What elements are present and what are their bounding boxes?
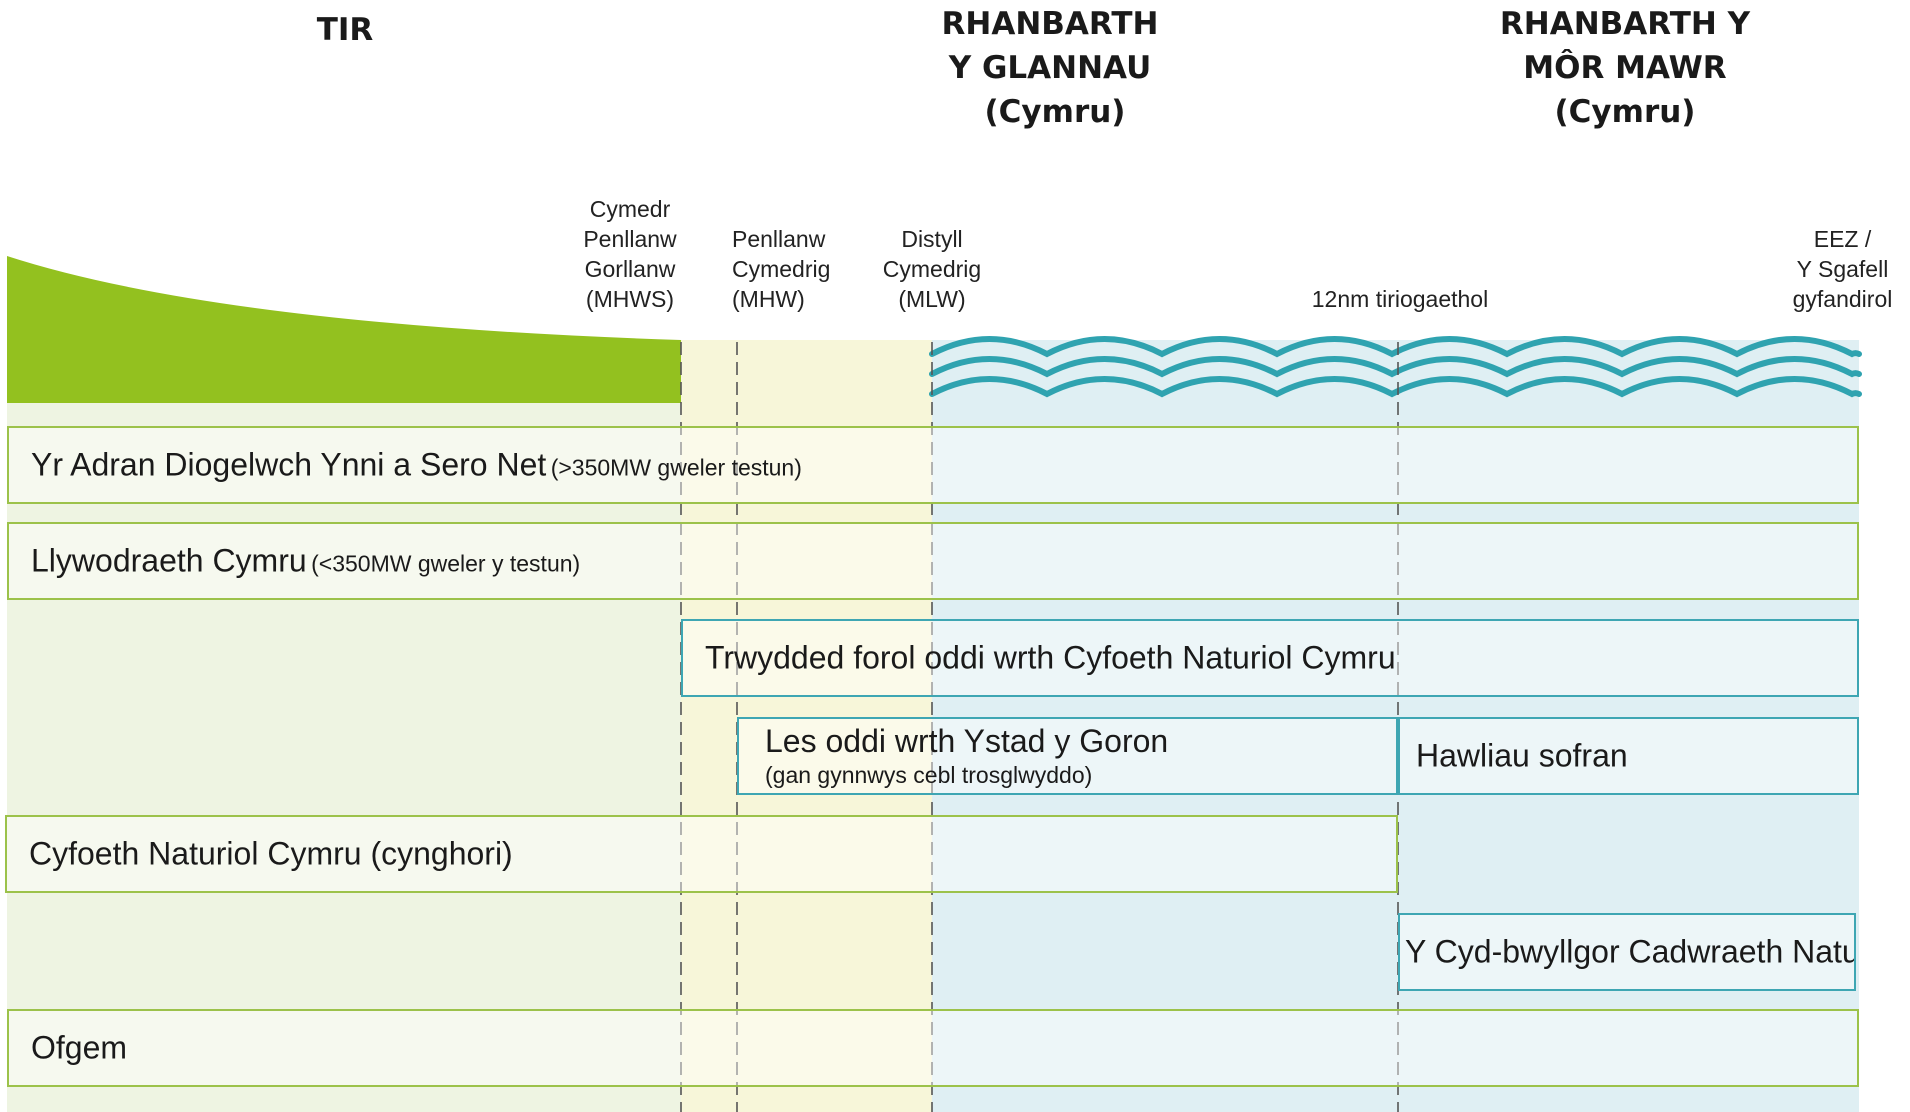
mhw-marker-label: Penllanw Cymedrig (MHW) xyxy=(716,224,846,314)
crown-estate-lease-box: Les oddi wrth Ystad y Goron (gan gynnwys… xyxy=(737,717,1398,795)
sovereign-label-group: Hawliau sofran xyxy=(1416,738,1628,775)
eez-marker-label: EEZ / Y Sgafell gyfandirol xyxy=(1780,224,1905,314)
desnz-label-group: Yr Adran Diogelwch Ynni a Sero Net (>350… xyxy=(31,447,802,484)
eez-label-line-2: Y Sgafell xyxy=(1796,256,1889,282)
welsh-gov-note: (<350MW gweler y testun) xyxy=(311,550,581,577)
intertidal-zone-band xyxy=(681,340,932,1112)
crown-estate-label: Les oddi wrth Ystad y Goron xyxy=(765,723,1169,759)
eez-label-line-3: gyfandirol xyxy=(1792,286,1893,312)
jncc-box: Y Cyd-bwyllgor Cadwraeth Natur xyxy=(1398,913,1856,991)
desnz-note: (>350MW gweler testun) xyxy=(550,454,802,481)
crown-estate-note: (gan gynnwys cebl trosglwyddo) xyxy=(765,762,1093,788)
ofgem-label-group: Ofgem xyxy=(31,1030,127,1067)
welsh-government-jurisdiction-box: Llywodraeth Cymru (<350MW gweler y testu… xyxy=(7,522,1859,600)
offshore-heading-line-2: MÔR MAWR xyxy=(1523,50,1727,86)
mhw-label-line-2: Cymedrig xyxy=(732,256,831,282)
mhws-label-line-1: Cymedr xyxy=(589,196,671,222)
mhw-label-line-1: Penllanw xyxy=(732,226,826,252)
territorial-label-line-1: 12nm tiriogaethol xyxy=(1311,286,1489,312)
crown-estate-label-group: Les oddi wrth Ystad y Goron (gan gynnwys… xyxy=(765,723,1168,789)
sovereign-rights-box: Hawliau sofran xyxy=(1398,717,1859,795)
coastal-heading-line-1: RHANBARTH xyxy=(941,6,1159,42)
wave-line-2 xyxy=(929,356,1862,378)
eez-label-line-1: EEZ / xyxy=(1813,226,1872,252)
nrw-advice-box: Cyfoeth Naturiol Cymru (cynghori) xyxy=(5,815,1398,893)
offshore-heading-line-1: RHANBARTH Y xyxy=(1499,6,1751,42)
mhws-label-line-4: (MHWS) xyxy=(585,286,675,312)
land-heading: TIR xyxy=(250,8,440,52)
land-profile xyxy=(7,256,681,403)
marine-licence-box: Trwydded forol oddi wrth Cyfoeth Naturio… xyxy=(681,619,1859,697)
nrw-advice-label-group: Cyfoeth Naturiol Cymru (cynghori) xyxy=(29,836,513,873)
waves xyxy=(929,336,1862,398)
desnz-jurisdiction-box: Yr Adran Diogelwch Ynni a Sero Net (>350… xyxy=(7,426,1859,504)
mhws-label-line-2: Penllanw xyxy=(583,226,677,252)
sea-zone-band xyxy=(932,340,1859,1112)
mhws-marker-label: Cymedr Penllanw Gorllanw (MHWS) xyxy=(560,194,700,314)
welsh-gov-label-group: Llywodraeth Cymru (<350MW gweler y testu… xyxy=(31,543,580,580)
coastal-heading-line-3: (Cymru) xyxy=(984,94,1126,130)
ofgem-box: Ofgem xyxy=(7,1009,1859,1087)
offshore-region-heading: RHANBARTH Y MÔR MAWR (Cymru) xyxy=(1465,2,1785,134)
coastal-region-heading: RHANBARTH Y GLANNAU (Cymru) xyxy=(900,2,1200,134)
jncc-label: Y Cyd-bwyllgor Cadwraeth Natur xyxy=(1405,933,1856,970)
wave-line-1 xyxy=(929,336,1862,358)
land-zone-band xyxy=(7,340,681,1112)
welsh-gov-label: Llywodraeth Cymru xyxy=(31,542,307,579)
jncc-label-group: Y Cyd-bwyllgor Cadwraeth Natur xyxy=(1405,933,1856,971)
land-heading-line: TIR xyxy=(316,12,374,48)
mhw-label-line-3: (MHW) xyxy=(732,286,805,312)
marine-licence-label-group: Trwydded forol oddi wrth Cyfoeth Naturio… xyxy=(705,640,1396,677)
wave-line-3 xyxy=(929,376,1862,398)
ofgem-label: Ofgem xyxy=(31,1029,128,1066)
mlw-label-line-1: Distyll xyxy=(901,226,963,252)
mlw-marker-label: Distyll Cymedrig (MLW) xyxy=(867,224,997,314)
offshore-heading-line-3: (Cymru) xyxy=(1554,94,1696,130)
coastal-heading-line-2: Y GLANNAU xyxy=(948,50,1152,86)
desnz-label: Yr Adran Diogelwch Ynni a Sero Net xyxy=(31,446,547,483)
mhws-label-line-3: Gorllanw xyxy=(584,256,676,282)
territorial-marker-label: 12nm tiriogaethol xyxy=(1275,284,1525,314)
mlw-label-line-3: (MLW) xyxy=(898,286,966,312)
marine-licence-label: Trwydded forol oddi wrth Cyfoeth Naturio… xyxy=(705,639,1396,676)
sovereign-rights-label: Hawliau sofran xyxy=(1416,737,1628,774)
mlw-label-line-2: Cymedrig xyxy=(882,256,982,282)
nrw-advice-label: Cyfoeth Naturiol Cymru (cynghori) xyxy=(29,835,513,872)
